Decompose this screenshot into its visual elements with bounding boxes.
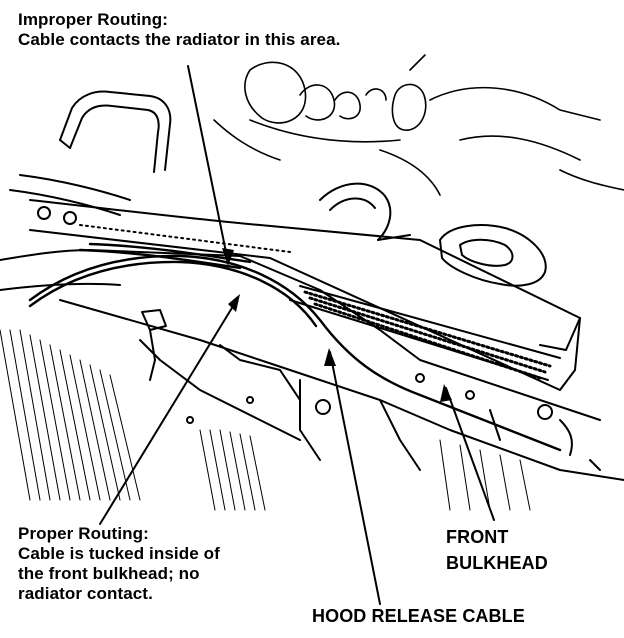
shading	[0, 329, 531, 511]
improper-routing-title: Improper Routing:	[18, 10, 168, 29]
improper-routing-text: Cable contacts the radiator in this area…	[18, 30, 341, 49]
front-bulkhead-line-2: BULKHEAD	[446, 553, 548, 573]
radiator-support-bracket	[9, 90, 172, 225]
hood-release-cable-text: HOOD RELEASE CABLE	[312, 606, 525, 626]
front-bulkhead-line-1: FRONT	[446, 527, 509, 547]
proper-routing-line-3: radiator contact.	[18, 584, 153, 603]
hood-release-cable	[28, 242, 562, 452]
improper-routing-callout: Improper Routing: Cable contacts the rad…	[18, 10, 340, 50]
radiator	[29, 199, 581, 391]
hood-release-cable-label: HOOD RELEASE CABLE	[312, 606, 525, 626]
cable-clip	[141, 309, 167, 381]
proper-routing-line-1: Cable is tucked inside of	[18, 544, 220, 563]
proper-routing-title: Proper Routing:	[18, 524, 149, 543]
arrowheads	[222, 248, 452, 402]
proper-routing-callout: Proper Routing: Cable is tucked inside o…	[18, 524, 220, 604]
leader-lines	[99, 65, 495, 605]
proper-routing-line-2: the front bulkhead; no	[18, 564, 200, 583]
front-bulkhead-label: FRONT BULKHEAD	[446, 524, 548, 576]
engine-background	[213, 54, 624, 196]
radiator-cap	[439, 224, 547, 287]
